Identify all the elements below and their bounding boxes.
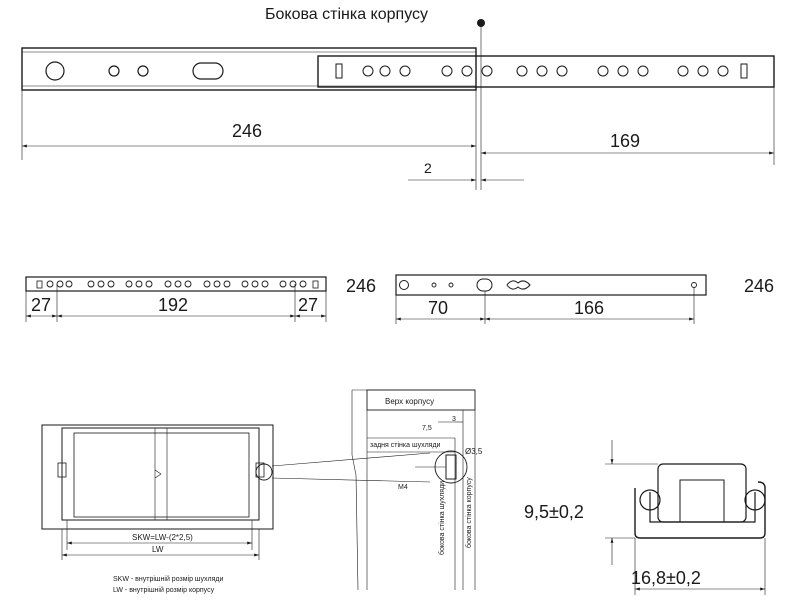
body-side-label: бокова стінка корпусу: [465, 477, 473, 548]
profile-height: 9,5±0,2: [524, 502, 584, 522]
inner-rail: [317, 55, 775, 88]
middle-right-rail: 70 166 246: [395, 274, 774, 324]
note-skw: SKW - внутрішній розмір шухляди: [113, 575, 223, 583]
lw-label: LW: [152, 545, 164, 554]
hole-diameter: Ø3,5: [465, 447, 483, 456]
drawer-back-wall-label: задня стінка шухляди: [370, 441, 441, 449]
outer-rail: [21, 47, 477, 91]
dim-246-middle-left: 246: [346, 276, 376, 296]
dim-3: 3: [452, 416, 456, 423]
dim-27-left: 27: [31, 295, 51, 315]
dim-2: 2: [424, 160, 432, 176]
rail-profile-section: 9,5±0,2 16,8±0,2: [524, 440, 766, 595]
drawer-top-view: SKW=LW-(2*2,5) LW SKW - внутрішній розмі…: [41, 424, 431, 594]
dim-70: 70: [428, 298, 448, 318]
profile-width: 16,8±0,2: [631, 568, 701, 588]
dim-192: 192: [158, 295, 188, 315]
note-lw: LW - внутрішній розмір корпусу: [113, 586, 215, 594]
screw-m4: M4: [398, 484, 408, 491]
dim-27-right: 27: [298, 295, 318, 315]
side-wall-title: Бокова стінка корпусу: [265, 6, 428, 23]
dim-166: 166: [574, 298, 604, 318]
dim-246-top: 246: [232, 121, 262, 141]
dim-246-middle-right: 246: [744, 276, 774, 296]
top-rail-assembly: Бокова стінка корпусу 246 169 2: [21, 6, 775, 190]
mounting-detail: Верх корпусу задня стінка шухляди 7,5 3 …: [351, 389, 483, 591]
middle-left-rail: 27 192 27 246: [25, 276, 376, 322]
dim-169: 169: [610, 131, 640, 151]
top-of-body-label: Верх корпусу: [385, 397, 434, 406]
drawer-side-label: бокова стінка шухляди: [438, 481, 446, 555]
formula-skw: SKW=LW-(2*2,5): [132, 533, 193, 542]
dim-7-5: 7,5: [422, 425, 432, 432]
